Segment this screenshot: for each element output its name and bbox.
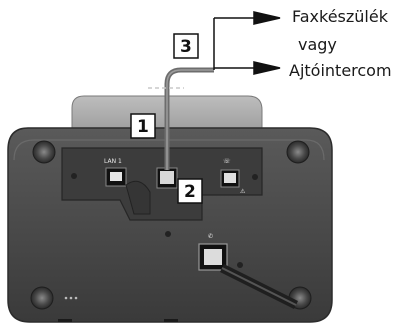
screw-right	[252, 174, 258, 180]
label-fax: Faxkészülék	[292, 7, 389, 26]
foot-top-left	[32, 140, 56, 164]
screw-lower	[237, 262, 243, 268]
screw-center	[165, 231, 171, 237]
hazard-symbol: ⚠	[240, 188, 246, 195]
lan-port: LAN 1	[104, 158, 127, 187]
svg-text:3: 3	[180, 37, 192, 57]
foot-bottom-left	[30, 286, 54, 310]
label-or: vagy	[298, 35, 337, 54]
phone-port-upper: ☏ ⚠	[220, 158, 246, 195]
center-port	[156, 167, 178, 189]
foot-top-right	[286, 140, 310, 164]
screw-left	[71, 173, 77, 179]
callout-3: 3	[173, 33, 199, 59]
svg-text:2: 2	[184, 182, 196, 202]
vent-dots	[64, 296, 78, 300]
label-door-intercom: Ajtóintercom	[289, 61, 392, 80]
cable-clip	[125, 180, 151, 215]
phone-socket-icon: ✆	[208, 233, 213, 240]
phone-port-lower: ✆	[198, 233, 299, 310]
callout-1: 1	[130, 113, 156, 139]
branch-arrows	[213, 11, 281, 75]
svg-text:1: 1	[137, 117, 149, 137]
lan-port-label: LAN 1	[104, 158, 122, 165]
callout-2: 2	[177, 178, 203, 204]
handset-symbol: ☏	[223, 158, 231, 165]
